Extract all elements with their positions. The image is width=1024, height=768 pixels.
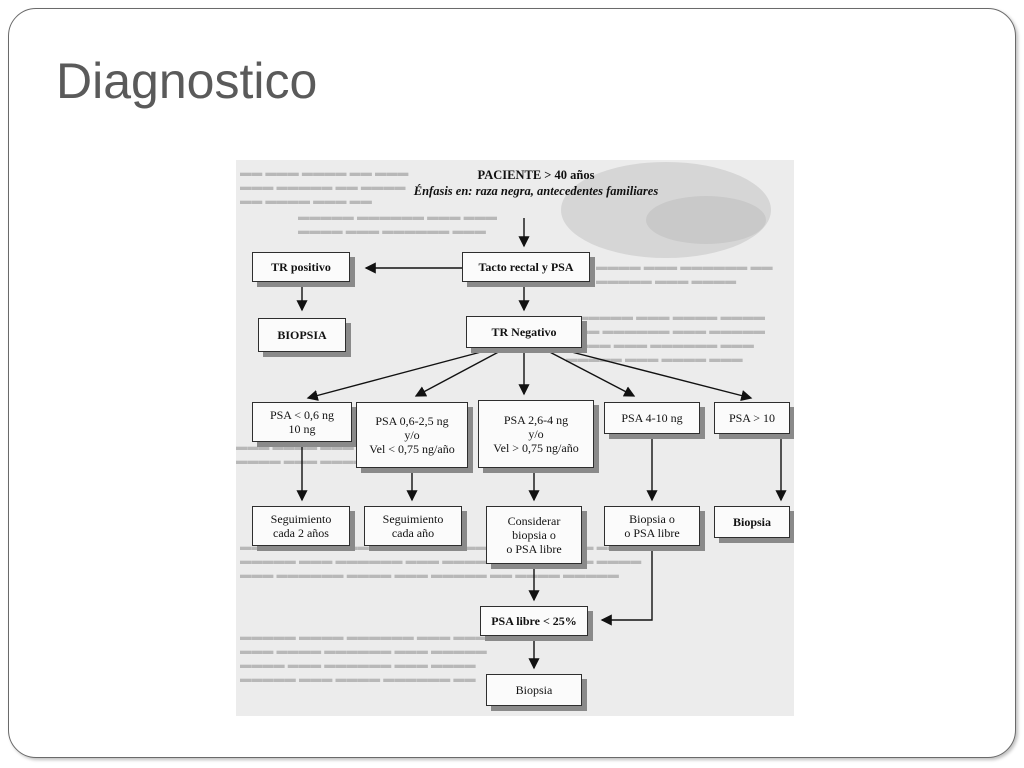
node-biopsia-top: BIOPSIA — [258, 318, 346, 352]
node-seguimiento-2-anos: Seguimiento cada 2 años — [252, 506, 350, 546]
arrow-trneg-to-psa-a — [306, 347, 497, 401]
arrow-trneg-to-psa-b — [414, 347, 507, 397]
node-seguimiento-ano: Seguimiento cada año — [364, 506, 462, 546]
node-psa-4-10: PSA 4-10 ng — [604, 402, 700, 434]
node-psa-2-6-4: PSA 2,6-4 ng y/o Vel > 0,75 ng/año — [478, 400, 594, 468]
node-considerar-biopsia: Considerar biopsia o o PSA libre — [486, 506, 582, 564]
flowchart-connectors — [296, 162, 787, 670]
arrow-trneg-to-psa-e — [555, 347, 753, 401]
bg-text-block: ▬▬▬▬ ▬▬▬ ▬▬▬▬▬▬ ▬▬▬▬▬▬▬ ▬▬▬ ▬▬▬▬ — [596, 261, 773, 287]
bg-text-block: ▬▬▬▬▬ ▬▬▬▬▬▬ ▬▬▬ ▬▬▬▬▬▬▬ ▬▬▬ ▬▬▬▬▬▬ ▬▬▬ — [298, 211, 498, 237]
arrow-out-d-to-psalibre — [600, 548, 653, 626]
node-psa-over-10: PSA > 10 — [714, 402, 790, 434]
arrow-trneg-to-psa-d — [541, 347, 636, 397]
node-biopsia-final: Biopsia — [486, 674, 582, 706]
node-psa-libre: PSA libre < 25% — [480, 606, 588, 636]
node-biopsia-psa-libre: Biopsia o o PSA libre — [604, 506, 700, 546]
node-tr-positivo: TR positivo — [252, 252, 350, 282]
flowchart-photo: ▬▬ ▬▬▬ ▬▬▬▬ ▬▬ ▬▬▬▬▬▬ ▬▬▬▬▬ ▬▬ ▬▬▬▬▬▬ ▬▬… — [236, 160, 794, 716]
bg-text-block: ▬▬▬ ▬▬▬▬ ▬▬▬▬▬▬▬ ▬▬▬ ▬▬▬▬ — [236, 441, 366, 467]
slide-title: Diagnostico — [56, 53, 318, 109]
node-tacto-rectal: Tacto rectal y PSA — [462, 252, 590, 282]
bg-text-block: ▬▬▬▬▬ ▬▬▬▬ ▬▬▬▬▬▬ ▬▬▬ ▬▬▬▬▬▬▬ ▬▬▬▬ ▬▬▬▬▬… — [240, 631, 499, 685]
node-biopsia-right: Biopsia — [714, 506, 790, 538]
node-psa-low: PSA < 0,6 ng 10 ng — [252, 402, 352, 442]
node-psa-0-6-2-5: PSA 0,6-2,5 ng y/o Vel < 0,75 ng/año — [356, 402, 468, 468]
flowchart-header-patient: PACIENTE > 40 años — [477, 168, 595, 182]
flowchart-header-emphasis: Énfasis en: raza negra, antecedentes fam… — [413, 184, 659, 198]
node-tr-negativo: TR Negativo — [466, 316, 582, 348]
bg-text-block: ▬▬ ▬▬▬ ▬▬▬▬ ▬▬ ▬▬▬▬▬▬ ▬▬▬▬▬ ▬▬ ▬▬▬▬▬▬ ▬▬… — [240, 167, 409, 207]
